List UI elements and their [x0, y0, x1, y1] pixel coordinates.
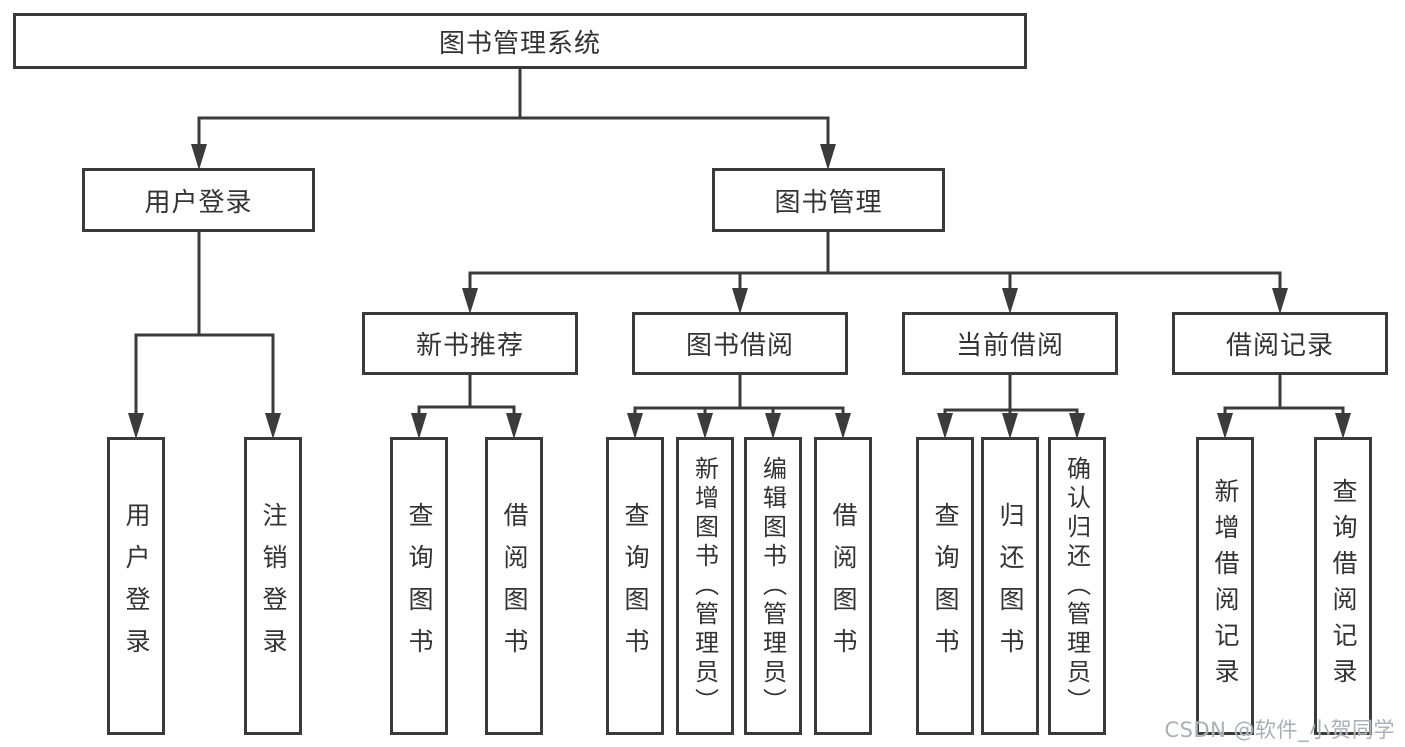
- node-label: 当前借阅: [955, 331, 1064, 361]
- leaf-newbook-query-books: 查询图书: [390, 437, 448, 735]
- node-label: 用户登录: [144, 187, 253, 218]
- leaf-logout-login: 注销登录: [244, 437, 302, 735]
- connector-book-management-branch: [462, 230, 1288, 314]
- node-label: 新书推荐: [415, 331, 524, 361]
- node-label: 确认归还（管理员）: [1062, 455, 1091, 717]
- leaf-user-login: 用户登录: [107, 437, 165, 735]
- node-label: 新增图书（管理员）: [690, 455, 719, 717]
- leaf-current-confirm-return-admin: 确认归还（管理员）: [1048, 437, 1106, 735]
- connector-current-borrow-branch: [937, 373, 1085, 439]
- node-label: 用户登录: [122, 502, 151, 670]
- node-label: 编辑图书（管理员）: [758, 455, 787, 717]
- node-user-login: 用户登录: [82, 168, 315, 232]
- node-label: 新增借阅记录: [1211, 478, 1240, 694]
- node-book-borrow: 图书借阅: [632, 312, 848, 375]
- node-current-borrow: 当前借阅: [902, 312, 1118, 375]
- csdn-watermark: CSDN @软件_小贺同学: [1164, 718, 1395, 742]
- leaf-borrow-query-books: 查询图书: [606, 437, 664, 735]
- node-label: 图书借阅: [685, 331, 794, 361]
- connector-user-login-branch: [128, 230, 281, 439]
- node-root-library-management-system: 图书管理系统: [13, 13, 1027, 69]
- node-label: 注销登录: [259, 502, 288, 670]
- node-label: 图书管理系统: [438, 28, 601, 59]
- leaf-current-query-books: 查询图书: [916, 437, 974, 735]
- connector-root-to-level2: [191, 67, 836, 170]
- node-label: 查询借阅记录: [1329, 478, 1358, 694]
- leaf-borrow-edit-books-admin: 编辑图书（管理员）: [744, 437, 802, 735]
- node-label: 借阅图书: [829, 502, 858, 670]
- leaf-newbook-borrow-books: 借阅图书: [485, 437, 543, 735]
- node-new-book-recommend: 新书推荐: [362, 312, 578, 375]
- node-label: 查询图书: [931, 502, 960, 670]
- node-book-management: 图书管理: [712, 168, 945, 232]
- node-label: 借阅图书: [500, 502, 529, 670]
- node-label: 归还图书: [996, 502, 1025, 670]
- leaf-records-query-borrow-record: 查询借阅记录: [1314, 437, 1372, 735]
- node-label: 查询图书: [405, 502, 434, 670]
- leaf-records-add-borrow-record: 新增借阅记录: [1196, 437, 1254, 735]
- connector-new-book-branch: [411, 373, 522, 439]
- node-borrow-records: 借阅记录: [1172, 312, 1388, 375]
- node-label: 图书管理: [774, 187, 883, 218]
- leaf-borrow-add-books-admin: 新增图书（管理员）: [676, 437, 734, 735]
- connector-book-borrow-branch: [627, 373, 851, 439]
- leaf-current-return-books: 归还图书: [981, 437, 1039, 735]
- node-label: 借阅记录: [1225, 331, 1334, 361]
- leaf-borrow-borrow-books: 借阅图书: [814, 437, 872, 735]
- node-label: 查询图书: [621, 502, 650, 670]
- connector-borrow-records-branch: [1217, 373, 1351, 439]
